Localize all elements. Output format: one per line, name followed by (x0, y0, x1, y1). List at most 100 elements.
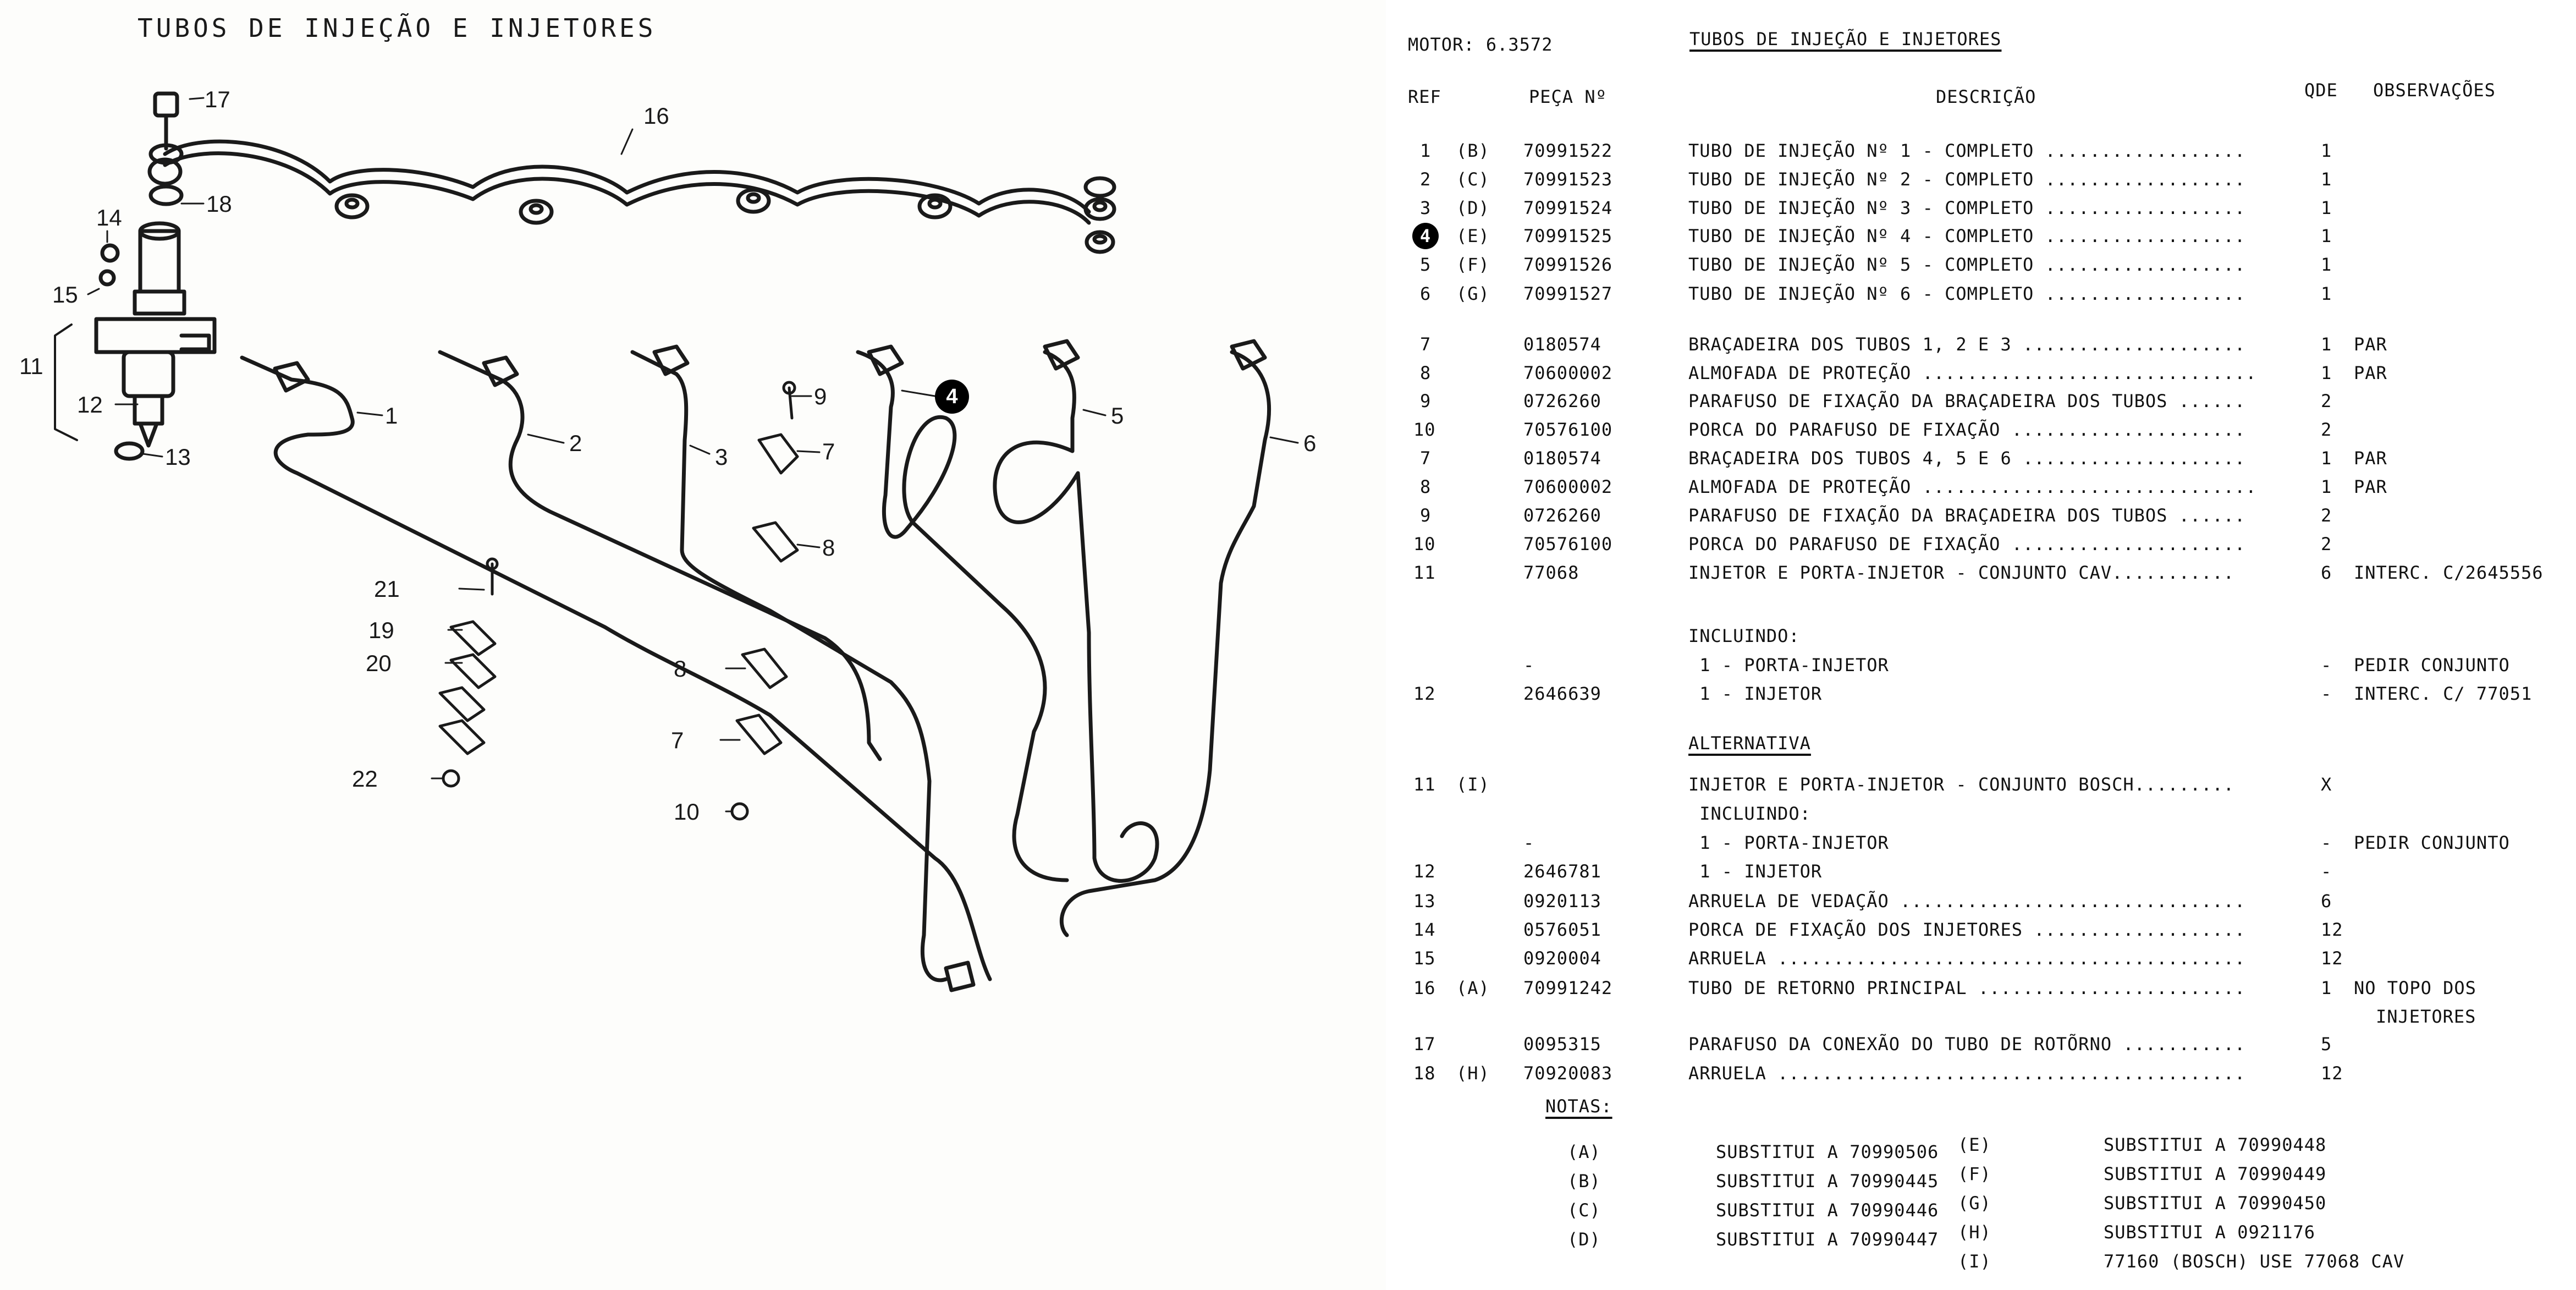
row-note-key: (G) (1456, 283, 1490, 304)
injector-assembly-11 (54, 221, 217, 461)
row-description: BRAÇADEIRA DOS TUBOS 1, 2 E 3 ..........… (1688, 334, 2246, 355)
leader-lines (87, 97, 1299, 813)
diagram-drawing (54, 91, 1299, 992)
row-ref: 11 (1413, 774, 1436, 795)
row-part-number: 70600002 (1523, 363, 1613, 383)
row-ref: 11 (1413, 562, 1436, 583)
row-ref: 9 (1420, 391, 1432, 411)
row-part-number: 0726260 (1523, 391, 1601, 411)
row-description: TUBO DE INJEÇÃO Nº 4 - COMPLETO ........… (1688, 226, 2246, 246)
row-observation-continued: INJETORES (2376, 1006, 2476, 1027)
callout-12: 12 (77, 392, 103, 418)
callout-22: 22 (352, 766, 378, 792)
note-text: 77160 (BOSCH) USE 77068 CAV (2104, 1251, 2405, 1272)
header-ref: REF (1408, 86, 1441, 107)
row-ref: 3 (1420, 197, 1432, 218)
row-description: ALMOFADA DE PROTEÇÃO ...................… (1688, 476, 2257, 497)
row-part-number: 70991522 (1523, 140, 1613, 161)
row-ref: 18 (1413, 1063, 1436, 1084)
row-part-number: 70991524 (1523, 197, 1613, 218)
row-note-key: (H) (1456, 1063, 1490, 1084)
callout-8-lower: 8 (674, 656, 687, 682)
injection-tube-1 (240, 355, 992, 981)
row-part-number: 70991527 (1523, 283, 1613, 304)
row-quantity: - (2321, 832, 2332, 853)
row-part-number: 70576100 (1523, 419, 1613, 440)
header-notes: OBSERVAÇÕES (2373, 80, 2496, 101)
row-quantity: 2 (2321, 391, 2332, 411)
row-part-number: 0920113 (1523, 891, 1601, 912)
row-part-number: - (1523, 832, 1535, 853)
callout-20: 20 (366, 650, 392, 676)
note-key: (E) (1958, 1134, 1991, 1155)
row-observation: NO TOPO DOS (2354, 978, 2476, 998)
row-part-number: 0180574 (1523, 448, 1601, 469)
note-text: SUBSTITUI A 70990450 (2104, 1193, 2327, 1214)
row-part-number: 0095315 (1523, 1034, 1601, 1055)
row-note-key: (C) (1456, 169, 1490, 190)
diagram-title: TUBOS DE INJEÇÃO E INJETORES (137, 13, 657, 43)
row-description: TUBO DE INJEÇÃO Nº 3 - COMPLETO ........… (1688, 197, 2246, 218)
row-part-number: 77068 (1523, 562, 1579, 583)
row-quantity: 12 (2321, 1063, 2343, 1084)
note-text: SUBSTITUI A 70990449 (2104, 1163, 2327, 1184)
row-ref: 10 (1413, 534, 1436, 555)
row-description: TUBO DE INJEÇÃO Nº 5 - COMPLETO ........… (1688, 254, 2246, 275)
row-quantity: - (2321, 655, 2332, 676)
note-key: (F) (1958, 1163, 1991, 1184)
row-note-key: (I) (1456, 774, 1490, 795)
row-description: PORCA DO PARAFUSO DE FIXAÇÃO ...........… (1688, 419, 2246, 440)
header-qty: QDE (2304, 80, 2338, 101)
row-ref: 6 (1420, 283, 1432, 304)
row-quantity: 1 (2321, 169, 2332, 190)
row-quantity: 1 (2321, 226, 2332, 246)
row-quantity: 1 (2321, 448, 2332, 469)
note-key: (H) (1958, 1222, 1991, 1243)
row-ref: 12 (1413, 861, 1436, 882)
callout-18: 18 (206, 191, 232, 217)
note-key: (C) (1567, 1200, 1601, 1221)
row-description: INJETOR E PORTA-INJETOR - CONJUNTO CAV..… (1688, 562, 2235, 583)
callout-14: 14 (96, 205, 122, 230)
row-part-number: 70991523 (1523, 169, 1613, 190)
row-ref: 13 (1413, 891, 1436, 912)
row-ref: 8 (1420, 476, 1432, 497)
row-description: TUBO DE INJEÇÃO Nº 2 - COMPLETO ........… (1688, 169, 2246, 190)
row-description: ARRUELA DE VEDAÇÃO .....................… (1688, 891, 2246, 912)
row-ref: 8 (1420, 363, 1432, 383)
row-ref: 16 (1413, 978, 1436, 998)
row-part-number: 0920004 (1523, 948, 1601, 969)
callout-1: 1 (385, 403, 398, 429)
section-heading-alternativa: ALTERNATIVA (1688, 733, 1811, 754)
row-observation: PAR (2354, 334, 2387, 355)
row-part-number: 2646781 (1523, 861, 1601, 882)
header-description: DESCRIÇÃO (1936, 86, 2036, 107)
row-note-key: (A) (1456, 978, 1490, 998)
motor-label: MOTOR: 6.3572 (1408, 34, 1553, 55)
callout-21: 21 (374, 576, 400, 602)
row-note-key: (D) (1456, 197, 1490, 218)
callout-10: 10 (674, 799, 700, 825)
callout-9: 9 (814, 383, 827, 409)
row-part-number: 70991525 (1523, 226, 1613, 246)
row-quantity: 1 (2321, 476, 2332, 497)
note-key: (A) (1567, 1141, 1601, 1162)
row-observation: PAR (2354, 476, 2387, 497)
row-part-number: 70991526 (1523, 254, 1613, 275)
note-text: SUBSTITUI A 70990445 (1716, 1171, 1939, 1192)
callout-13: 13 (165, 444, 191, 470)
row-ref: 7 (1420, 448, 1432, 469)
row-description: PARAFUSO DE FIXAÇÃO DA BRAÇADEIRA DOS TU… (1688, 391, 2246, 411)
row-observation: INTERC. C/ 77051 (2354, 683, 2533, 704)
row-ref: 14 (1413, 919, 1436, 940)
row-quantity: 12 (2321, 919, 2343, 940)
row-quantity: 1 (2321, 140, 2332, 161)
row-ref: 1 (1420, 140, 1432, 161)
row-part-number: - (1523, 655, 1535, 676)
row-ref: 15 (1413, 948, 1436, 969)
injection-tube-2 (438, 350, 882, 761)
row-description: PORCA DO PARAFUSO DE FIXAÇÃO ...........… (1688, 534, 2246, 555)
note-text: SUBSTITUI A 70990446 (1716, 1200, 1939, 1221)
callout-3: 3 (715, 444, 728, 470)
row-quantity: 1 (2321, 363, 2332, 383)
